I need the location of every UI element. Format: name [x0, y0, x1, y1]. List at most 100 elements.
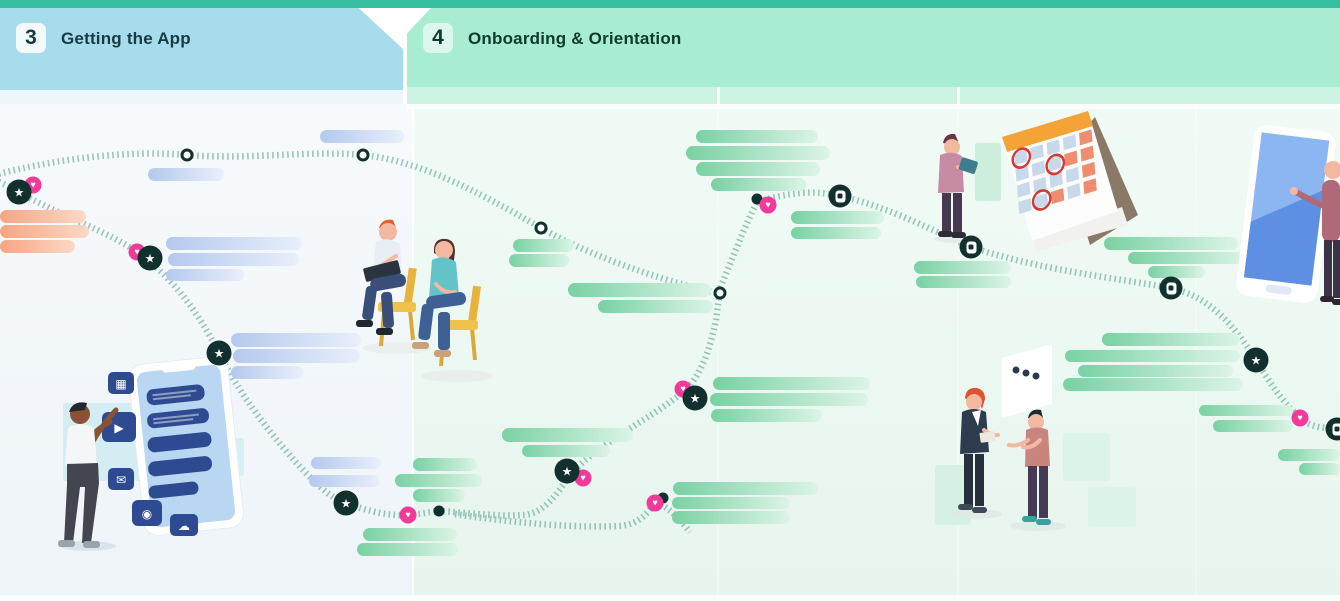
placeholder-text-bar-green — [1128, 252, 1247, 264]
app-checkpoint-marker[interactable] — [828, 184, 852, 208]
placeholder-text-bar-green — [672, 497, 790, 509]
placeholder-text-bar-green — [502, 428, 633, 442]
man-with-laptop — [356, 219, 406, 335]
stage-title: Onboarding & Orientation — [468, 29, 682, 48]
placeholder-text-bar-green — [914, 261, 1011, 274]
placeholder-text-bar-green — [522, 445, 610, 457]
placeholder-text-bar-green — [1104, 237, 1238, 250]
path-point-marker[interactable] — [356, 148, 370, 162]
placeholder-text-bar-green — [711, 178, 806, 191]
placeholder-text-bar-green — [509, 254, 569, 267]
placeholder-text-bar-green — [1199, 405, 1293, 416]
placeholder-text-bar-green — [710, 393, 868, 406]
milestone-star-marker[interactable]: ★ — [333, 490, 359, 516]
column-divider-line — [957, 104, 959, 601]
app-screen-mockup — [128, 356, 244, 536]
favorite-heart-marker[interactable]: ♥ — [1291, 409, 1309, 427]
stage3-substrip — [0, 90, 403, 104]
journey-path-upper — [0, 150, 1340, 433]
placeholder-text-bar-green — [598, 300, 713, 313]
bottom-edge-strip — [0, 595, 1340, 601]
placeholder-text-bar-green — [672, 511, 790, 524]
calendar-check-marks — [1011, 147, 1066, 211]
milestone-star-marker[interactable]: ★ — [682, 385, 708, 411]
stage4-substrip — [407, 87, 1340, 104]
path-dot-marker[interactable] — [751, 193, 763, 205]
path-dot-marker[interactable] — [657, 492, 669, 504]
substrip-divider — [957, 87, 960, 104]
placeholder-text-bar-green — [513, 239, 574, 252]
image-icon: ▦ — [115, 377, 126, 391]
placeholder-text-bar-green — [1299, 463, 1340, 475]
placeholder-text-bar-blue — [320, 130, 404, 143]
substrip-divider — [717, 87, 720, 104]
column-divider-line — [717, 104, 719, 601]
discussion-pair-illustration — [950, 344, 1066, 531]
placeholder-text-bar-orange — [0, 240, 75, 253]
placeholder-text-bar-green — [1102, 333, 1240, 346]
favorite-heart-marker[interactable]: ♥ — [646, 494, 664, 512]
device-icon — [835, 190, 845, 202]
placeholder-text-bar-green — [395, 474, 482, 487]
app-checkpoint-marker[interactable] — [1159, 276, 1183, 300]
stage-title: Getting the App — [61, 29, 191, 48]
decor-block — [1088, 487, 1136, 527]
app-checkpoint-marker[interactable] — [959, 235, 983, 259]
placeholder-text-bar-green — [357, 543, 458, 556]
stage-number-badge: 3 — [16, 23, 46, 53]
person-figure — [58, 402, 119, 551]
path-point-marker[interactable] — [534, 221, 548, 235]
placeholder-text-bar-green — [363, 528, 457, 541]
device-icon — [1166, 282, 1176, 294]
milestone-star-marker[interactable]: ★ — [1243, 347, 1269, 373]
placeholder-text-bar-blue — [166, 237, 302, 250]
path-point-marker[interactable] — [180, 148, 194, 162]
calendar-checking-illustration — [934, 111, 1138, 251]
person-building-app-screen-illustration: ▦ ▶ ✉ ◉ ☁ — [58, 356, 244, 551]
play-icon: ▶ — [114, 421, 124, 435]
tablet-demo-illustration — [1236, 125, 1340, 305]
placeholder-text-bar-blue — [231, 333, 361, 347]
stage-header-onboarding-orientation[interactable]: 4 Onboarding & Orientation — [407, 8, 1340, 87]
placeholder-text-bar-green — [1078, 365, 1233, 377]
milestone-star-marker[interactable]: ★ — [206, 340, 232, 366]
milestone-star-marker[interactable]: ★ — [554, 458, 580, 484]
placeholder-text-bar-green — [791, 211, 884, 224]
placeholder-text-bar-green — [916, 276, 1011, 288]
woman-sitting — [412, 238, 467, 357]
placeholder-text-bar-orange — [0, 210, 86, 223]
placeholder-text-bar-blue — [168, 253, 299, 266]
top-accent-strip — [0, 0, 1340, 8]
tablet-mockup — [1236, 125, 1336, 303]
placeholder-text-bar-green — [696, 130, 818, 143]
placeholder-text-bar-blue — [231, 366, 303, 379]
device-icon — [966, 241, 976, 253]
placeholder-text-bar-blue — [233, 349, 360, 363]
woman-presenting — [958, 387, 1000, 513]
placeholder-text-bar-blue — [166, 269, 244, 281]
placeholder-text-bar-green — [413, 489, 465, 502]
milestone-star-marker[interactable]: ★ — [6, 179, 32, 205]
stage-number-badge: 4 — [423, 23, 453, 53]
favorite-heart-marker[interactable]: ♥ — [399, 506, 417, 524]
placeholder-text-bar-orange — [0, 225, 89, 238]
stage-header-getting-the-app[interactable]: 3 Getting the App — [0, 8, 403, 90]
placeholder-text-bar-blue — [309, 475, 380, 487]
favorite-heart-marker[interactable]: ♥ — [759, 196, 777, 214]
decor-block — [975, 143, 1001, 201]
decor-block — [1063, 433, 1110, 481]
cloud-icon: ☁ — [178, 519, 190, 533]
app-checkpoint-marker[interactable] — [1325, 417, 1340, 441]
placeholder-text-bar-green — [1148, 266, 1205, 278]
path-point-marker[interactable] — [713, 286, 727, 300]
device-icon — [1332, 423, 1340, 435]
two-people-waiting-on-chairs-illustration — [356, 219, 493, 382]
stage4-header-underline — [407, 104, 1340, 109]
milestone-star-marker[interactable]: ★ — [137, 245, 163, 271]
man-listening — [1007, 409, 1051, 525]
path-dot-marker[interactable] — [433, 505, 445, 517]
tent-calendar — [1002, 111, 1138, 251]
